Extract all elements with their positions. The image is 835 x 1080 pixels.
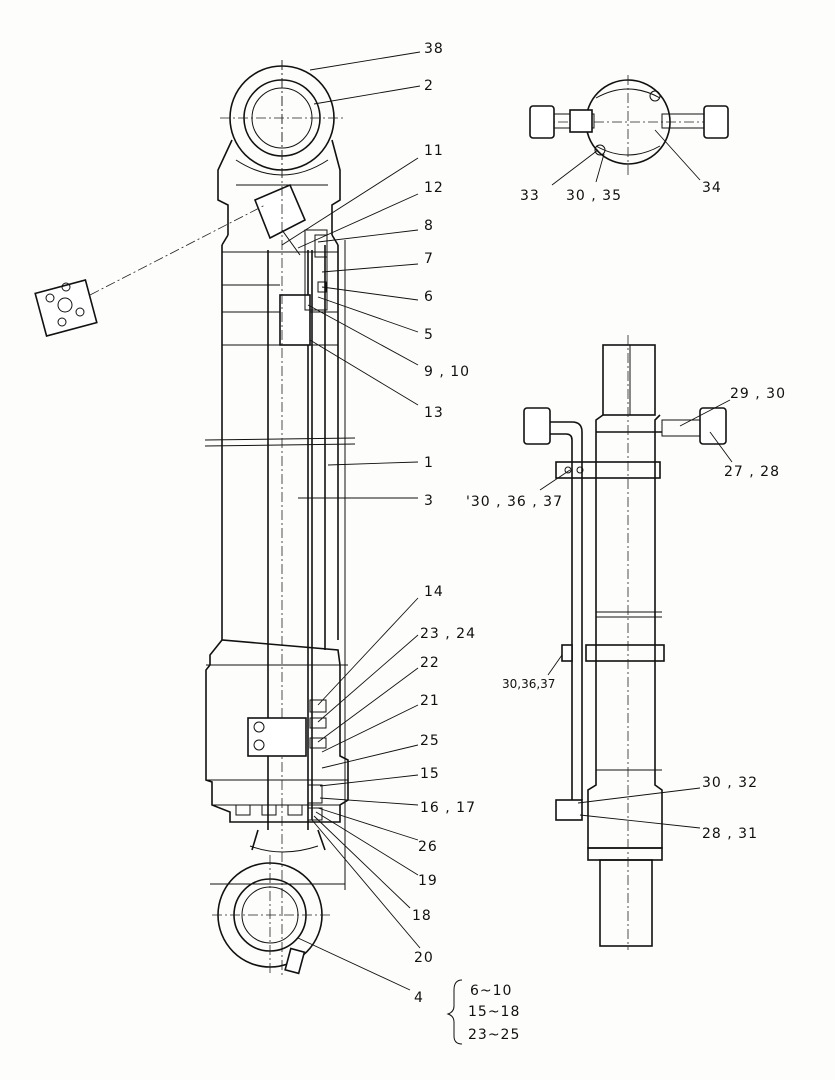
label-30-35: 30 , 35 bbox=[566, 188, 622, 204]
label-23-24: 23 , 24 bbox=[420, 626, 476, 642]
label-34: 34 bbox=[702, 180, 722, 196]
label-5: 5 bbox=[424, 327, 434, 343]
label-29-30: 29 , 30 bbox=[730, 386, 786, 402]
kit-line-3: 23~25 bbox=[468, 1027, 520, 1043]
port-plate-detail bbox=[34, 204, 266, 337]
label-12: 12 bbox=[424, 180, 444, 196]
label-16-17: 16 , 17 bbox=[420, 800, 476, 816]
label-7: 7 bbox=[424, 251, 434, 267]
label-8: 8 bbox=[424, 218, 434, 234]
grease-fitting bbox=[284, 947, 306, 975]
label-30-36-37-upper: '30 , 36 , 37 bbox=[466, 494, 563, 510]
kit-line-2: 15~18 bbox=[468, 1004, 520, 1020]
part-number-labels: 38 2 11 12 8 7 6 5 9 , 10 13 1 3 14 23 ,… bbox=[412, 41, 786, 1006]
label-25: 25 bbox=[420, 733, 440, 749]
label-33: 33 bbox=[520, 188, 540, 204]
label-21: 21 bbox=[420, 693, 440, 709]
label-30-32: 30 , 32 bbox=[702, 775, 758, 791]
label-38: 38 bbox=[424, 41, 444, 57]
label-6: 6 bbox=[424, 289, 434, 305]
label-13: 13 bbox=[424, 405, 444, 421]
clamp-block bbox=[247, 717, 307, 757]
main-cylinder bbox=[204, 60, 356, 975]
label-30-36-37-lower: 30,36,37 bbox=[502, 677, 555, 691]
label-11: 11 bbox=[424, 143, 444, 159]
label-2: 2 bbox=[424, 78, 434, 94]
label-14: 14 bbox=[424, 584, 444, 600]
label-18: 18 bbox=[412, 908, 432, 924]
label-15: 15 bbox=[420, 766, 440, 782]
label-26: 26 bbox=[418, 839, 438, 855]
side-view bbox=[523, 335, 727, 950]
label-3: 3 bbox=[424, 493, 434, 509]
label-19: 19 bbox=[418, 873, 438, 889]
kit-line-1: 6~10 bbox=[470, 983, 512, 999]
leader-lines bbox=[281, 51, 733, 1045]
label-27-28: 27 , 28 bbox=[724, 464, 780, 480]
label-9-10: 9 , 10 bbox=[424, 364, 470, 380]
seal-kit-note: 6~10 15~18 23~25 bbox=[468, 983, 520, 1043]
label-28-31: 28 , 31 bbox=[702, 826, 758, 842]
top-view bbox=[529, 75, 729, 175]
label-20: 20 bbox=[414, 950, 434, 966]
label-4: 4 bbox=[414, 990, 424, 1006]
label-1: 1 bbox=[424, 455, 434, 471]
label-22: 22 bbox=[420, 655, 440, 671]
top-port-block bbox=[253, 183, 307, 240]
